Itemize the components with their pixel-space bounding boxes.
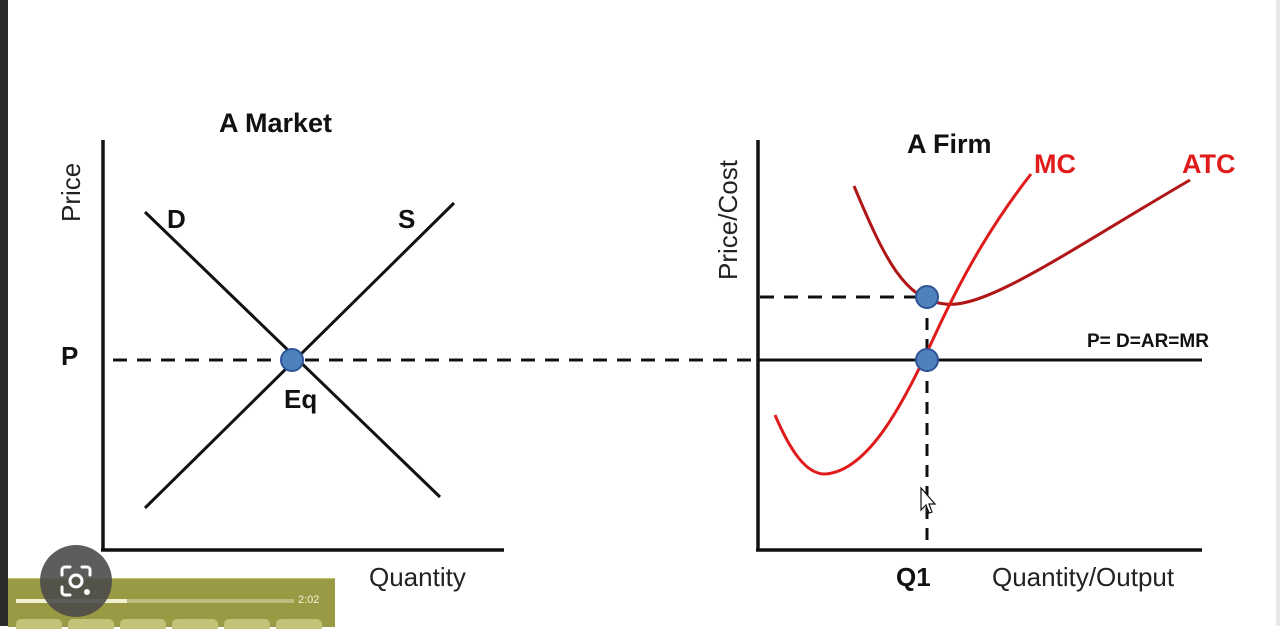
atc-min-point: [915, 285, 939, 309]
player-button-3[interactable]: [120, 619, 166, 629]
player-button-2[interactable]: [68, 619, 114, 629]
firm-y-axis-label: Price/Cost: [713, 159, 743, 280]
market-y-axis-label: Price: [56, 163, 86, 222]
market-x-axis-label: Quantity: [369, 562, 466, 592]
pointer-cursor-icon: [920, 486, 937, 514]
market-title: A Market: [219, 108, 332, 138]
lens-icon: [60, 565, 92, 597]
firm-title: A Firm: [907, 129, 992, 159]
atc-label: ATC: [1182, 149, 1236, 179]
visual-search-button[interactable]: [40, 545, 112, 617]
price-line-label: P= D=AR=MR: [1087, 331, 1209, 352]
right-frame-edge: [1276, 0, 1280, 626]
video-time: 2:02: [298, 594, 320, 606]
player-button-5[interactable]: [224, 619, 270, 629]
quantity-q1-label: Q1: [896, 562, 931, 592]
firm-panel: A Firm Price/Cost Quantity/Output Q1 MC …: [713, 129, 1236, 592]
market-panel: A Market Price Quantity D S P Eq: [56, 108, 504, 592]
mc-curve: [773, 173, 1033, 476]
equilibrium-label: Eq: [284, 384, 317, 414]
supply-label: S: [398, 204, 415, 234]
atc-curve: [852, 178, 1191, 306]
demand-label: D: [167, 204, 186, 234]
equilibrium-point: [280, 348, 304, 372]
profit-max-point: [915, 348, 939, 372]
firm-x-axis-label: Quantity/Output: [992, 562, 1175, 592]
mc-label: MC: [1034, 149, 1076, 179]
price-label: P: [61, 341, 78, 371]
left-frame-edge: [0, 0, 8, 626]
player-button-1[interactable]: [16, 619, 62, 629]
player-button-6[interactable]: [276, 619, 322, 629]
player-button-4[interactable]: [172, 619, 218, 629]
